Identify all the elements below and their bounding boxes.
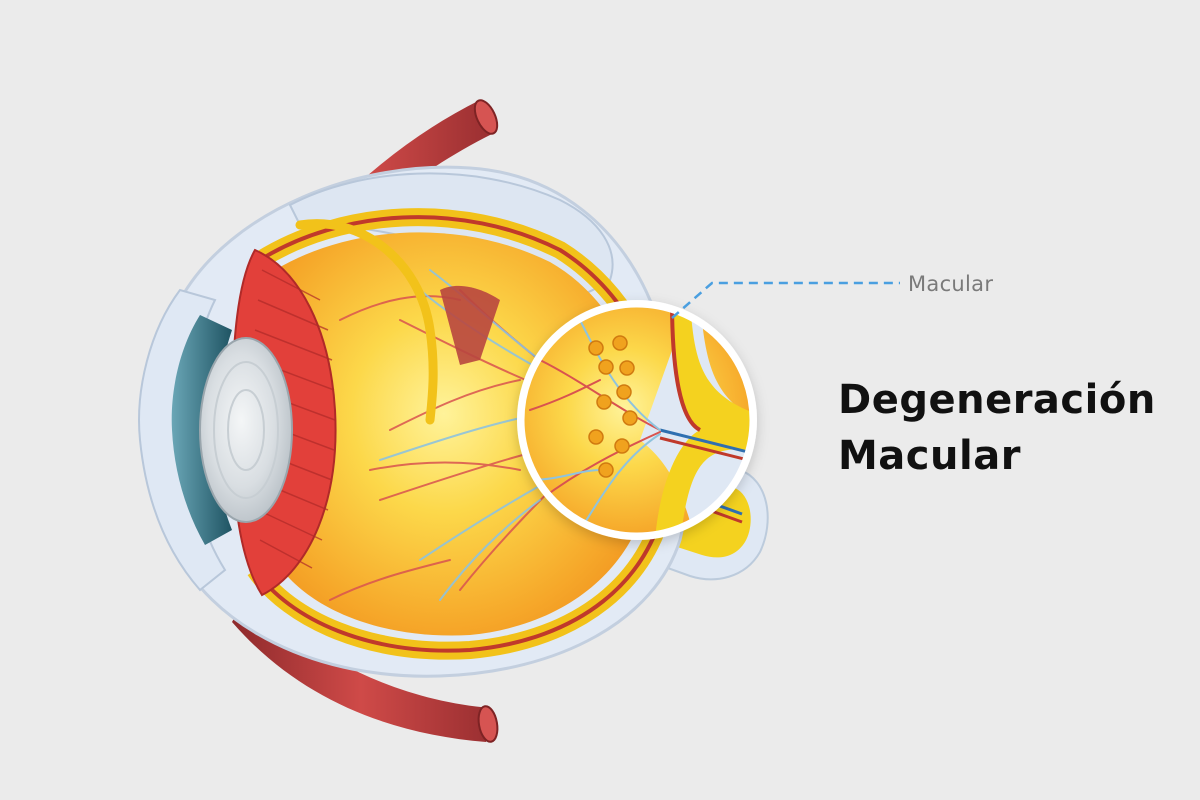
headline-line-1: Degeneración (838, 377, 1156, 423)
lens (199, 337, 293, 523)
hyaloid-canal (295, 219, 438, 425)
macula-spots (588, 335, 638, 478)
callout-label-macular: Macular (908, 272, 994, 296)
headline-title: Degeneración Macular (838, 372, 1156, 484)
inferior-muscle (232, 590, 499, 743)
headline-line-2: Macular (838, 433, 1021, 479)
callout-line (671, 281, 900, 319)
